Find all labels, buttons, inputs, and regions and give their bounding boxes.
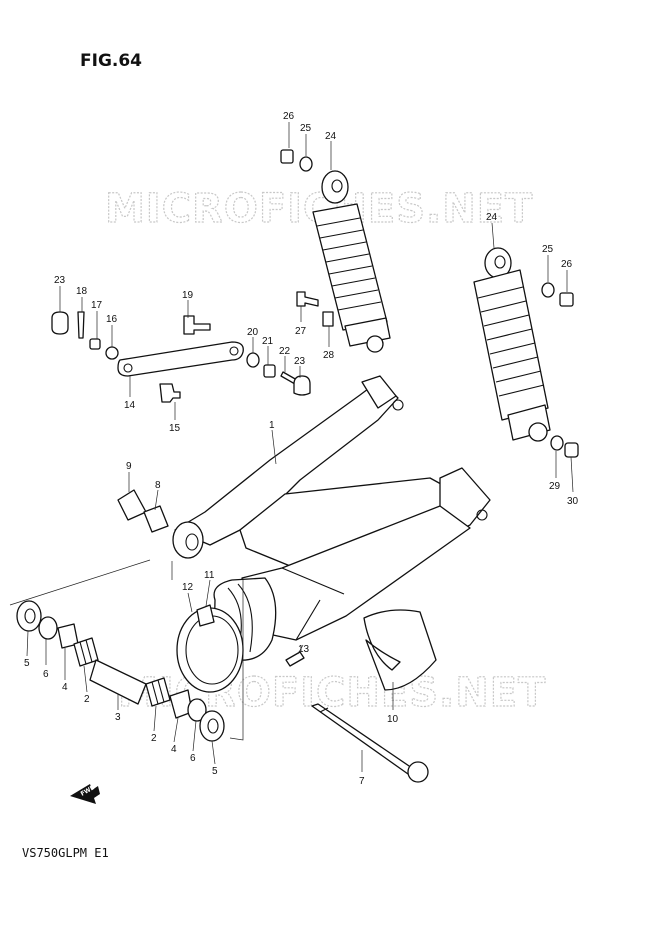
callout-23: 23 [294, 356, 306, 367]
figure-title: FIG.64 [80, 51, 142, 71]
cap-nut-left [280, 149, 294, 164]
callout-labels: 26 25 24 24 25 26 23 18 17 16 19 27 28 2… [24, 111, 579, 787]
cotter-pin [77, 311, 85, 339]
shock-absorber-left [280, 149, 391, 353]
callout-4: 4 [171, 744, 177, 755]
nut-17 [89, 338, 101, 350]
hardware-group [51, 291, 334, 396]
washer-lower-right [550, 435, 564, 451]
callout-12: 12 [182, 582, 194, 593]
torque-link-bar [117, 341, 244, 377]
callout-24: 24 [486, 212, 498, 223]
callout-8: 8 [155, 480, 161, 491]
callout-15: 15 [169, 423, 181, 434]
bolt-19 [183, 315, 211, 335]
callout-20: 20 [247, 327, 259, 338]
collar-28 [322, 311, 334, 327]
callout-22: 22 [279, 346, 291, 357]
cap-nut-right [559, 292, 574, 307]
pivot-assembly [9, 559, 244, 742]
callout-28: 28 [323, 350, 335, 361]
lower-eye-right [528, 422, 548, 442]
callout-5: 5 [212, 766, 218, 777]
callout-1: 1 [269, 420, 275, 431]
callout-24: 24 [325, 131, 337, 142]
dust-seal-5-right [199, 710, 225, 742]
callout-16: 16 [106, 314, 118, 325]
callout-11: 11 [204, 570, 215, 581]
dust-seal-5-left [16, 600, 42, 632]
washer-left [299, 156, 313, 172]
swing-arm [172, 375, 491, 661]
callout-26: 26 [561, 259, 573, 270]
callout-19: 19 [182, 290, 194, 301]
bolt-27 [296, 291, 319, 307]
forward-direction-indicator: FWD [70, 784, 100, 804]
cap-23-left [51, 311, 69, 335]
bearing-2-left [73, 637, 99, 667]
callout-13: 13 [298, 644, 310, 655]
bush-8 [143, 505, 169, 533]
clamp-11 [196, 604, 215, 627]
callout-21: 21 [262, 336, 274, 347]
spring-body-right [473, 269, 549, 421]
callout-6: 6 [190, 753, 196, 764]
callout-29: 29 [549, 481, 561, 492]
model-code: VS750GLPM E1 [22, 846, 109, 860]
callout-23: 23 [54, 275, 66, 286]
upper-eye-left [321, 170, 349, 204]
callout-27: 27 [295, 326, 307, 337]
callout-6: 6 [43, 669, 49, 680]
washer-6-right [187, 698, 207, 722]
callout-4: 4 [62, 682, 68, 693]
nut-lower-right [564, 442, 579, 458]
callout-5: 5 [24, 658, 30, 669]
callout-14: 14 [124, 400, 136, 411]
callout-10: 10 [387, 714, 399, 725]
nut-21 [263, 364, 276, 378]
spacer-3 [89, 659, 147, 705]
callout-25: 25 [300, 123, 312, 134]
callout-17: 17 [91, 300, 103, 311]
leader-lines [26, 122, 574, 772]
washer-6-left [38, 616, 58, 640]
torque-link [117, 341, 244, 403]
shock-absorber-right [473, 247, 579, 458]
cap-23-right [293, 375, 311, 396]
lower-eye-left [366, 335, 384, 353]
pivot-shaft-7 [311, 703, 429, 783]
bolt-15 [159, 383, 181, 403]
callout-7: 7 [359, 776, 365, 787]
boot-clamp [176, 604, 305, 693]
pivot-boss-left [172, 521, 204, 559]
callout-18: 18 [76, 286, 88, 297]
callout-3: 3 [115, 712, 121, 723]
callout-2: 2 [151, 733, 157, 744]
washer-right [541, 282, 555, 298]
callout-26: 26 [283, 111, 295, 122]
washer-16 [105, 346, 119, 360]
screw-13 [285, 651, 305, 667]
callout-2: 2 [84, 694, 90, 705]
cover-10 [363, 609, 437, 691]
callout-25: 25 [542, 244, 554, 255]
pivot-bushes [117, 489, 169, 533]
callout-9: 9 [126, 461, 132, 472]
washer-20 [246, 352, 260, 368]
callout-30: 30 [567, 496, 579, 507]
bush-9 [117, 489, 147, 521]
